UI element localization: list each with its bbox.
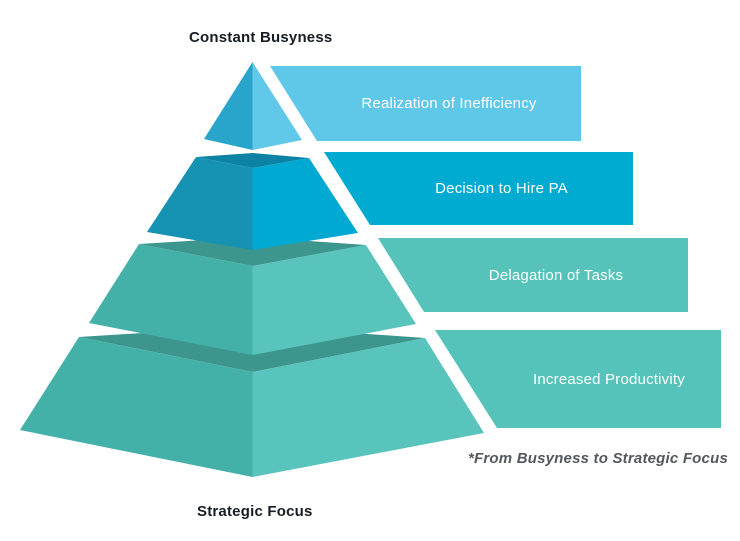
top-label: Constant Busyness: [189, 29, 333, 46]
level-bar-delegation: Delagation of Tasks: [378, 238, 688, 312]
level-bar-label: Realization of Inefficiency: [361, 95, 537, 112]
pyramid-level-1-left-face: [204, 62, 253, 150]
level-bar-realization: Realization of Inefficiency: [270, 66, 581, 141]
pyramid-level-3: [89, 237, 416, 355]
level-bar-decision: Decision to Hire PA: [324, 152, 633, 225]
pyramid-level-2: [147, 153, 358, 250]
pyramid-level-2-right-face: [252, 158, 358, 250]
level-bar-label: Increased Productivity: [533, 370, 685, 388]
pyramid-level-4-right-face: [252, 338, 484, 477]
pyramid-level-3-top-face: [139, 237, 366, 266]
bottom-label: Strategic Focus: [197, 503, 313, 520]
pyramid-level-1-right-face: [252, 62, 302, 150]
level-bar-label: Decision to Hire PA: [435, 180, 568, 197]
pyramid-level-1: [204, 62, 302, 150]
level-bar-productivity: Increased Productivity: [435, 330, 721, 428]
pyramid-level-3-left-face: [89, 244, 253, 355]
pyramid-level-4-left-face: [20, 337, 253, 477]
pyramid-level-2-left-face: [147, 157, 253, 250]
pyramid-level-2-top-face: [196, 153, 309, 168]
footnote-caption: *From Busyness to Strategic Focus: [468, 450, 728, 467]
pyramid-level-3-right-face: [252, 245, 416, 355]
level-bar-label: Delagation of Tasks: [488, 266, 624, 284]
